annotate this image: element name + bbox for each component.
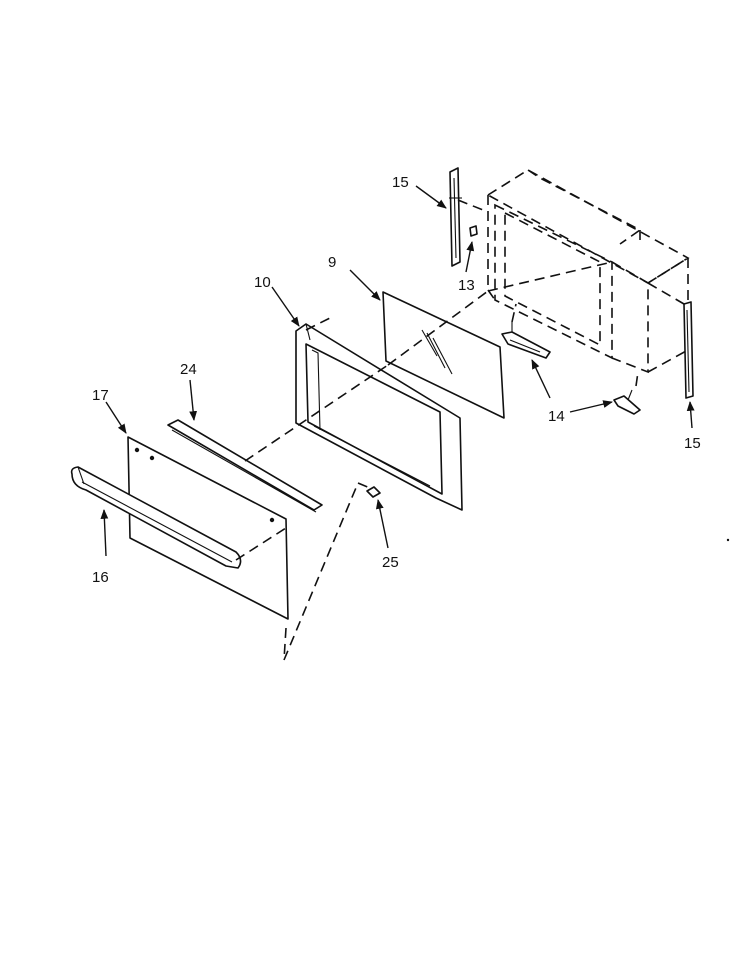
part-17-outer-door-panel — [127, 436, 289, 620]
callout-14: 14 — [548, 408, 565, 425]
assembly-lines — [235, 199, 685, 661]
stray-mark — [726, 538, 730, 542]
callout-15-right: 15 — [684, 435, 701, 452]
callout-25: 25 — [382, 554, 399, 571]
part-14-hinge-upper — [501, 322, 551, 359]
callout-9: 9 — [328, 254, 336, 271]
part-9-door-glass — [382, 291, 505, 419]
part-24-door-strip — [167, 419, 323, 513]
part-13-clip — [469, 225, 478, 237]
callout-leaders — [100, 185, 695, 557]
callout-24: 24 — [180, 361, 197, 378]
part-10-inner-door-frame — [295, 323, 463, 511]
callout-10: 10 — [254, 274, 271, 291]
callout-15-top: 15 — [392, 174, 409, 191]
part-15-side-trim-left — [449, 167, 462, 267]
part-16-door-handle — [70, 466, 242, 569]
part-14-hinge-lower — [613, 389, 641, 415]
part-25-pad — [366, 486, 381, 498]
callout-17: 17 — [92, 387, 109, 404]
part-15-side-trim-right — [683, 301, 694, 399]
callout-16: 16 — [92, 569, 109, 586]
callout-13: 13 — [458, 277, 475, 294]
oven-cavity-outline — [486, 169, 690, 374]
